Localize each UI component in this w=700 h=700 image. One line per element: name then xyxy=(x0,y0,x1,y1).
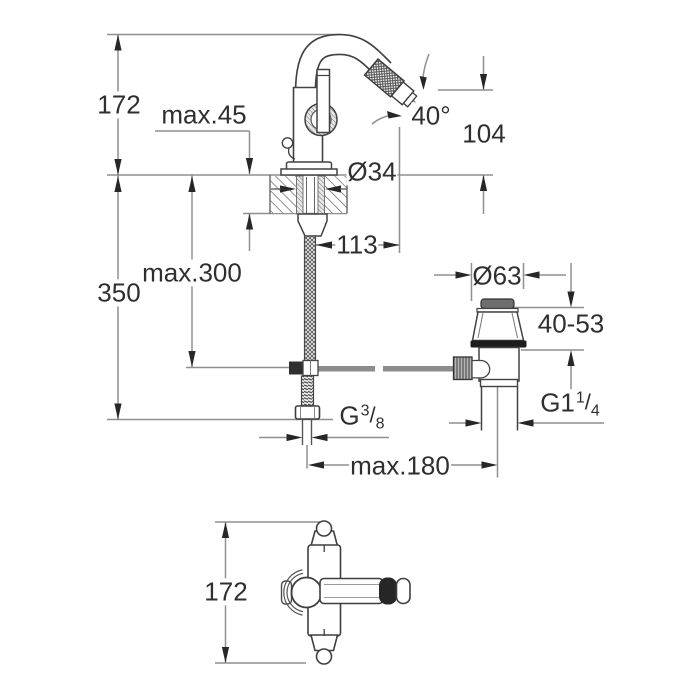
supply-thread-base: G xyxy=(339,400,360,431)
waste-ring xyxy=(479,378,519,388)
pull-rod-knob xyxy=(281,137,296,160)
handle-bar xyxy=(319,577,384,605)
supply-hose-assembly xyxy=(289,235,455,445)
threaded-tail xyxy=(300,375,315,407)
spout xyxy=(294,33,392,93)
dimension-arrowheads xyxy=(114,34,575,663)
supply-pipe-left xyxy=(318,366,375,372)
waste-flange xyxy=(470,340,527,348)
waste-thread-slash: / xyxy=(584,389,591,415)
spray-nozzle xyxy=(363,58,418,108)
waste-plug-cap xyxy=(480,298,515,310)
flex-hose xyxy=(303,235,317,362)
pop-up-waste xyxy=(452,298,527,431)
joystick-lever xyxy=(316,68,331,134)
lock-nut xyxy=(297,213,328,237)
threaded-shank-left xyxy=(296,175,304,215)
handle-grip-ring xyxy=(379,577,397,605)
dim-hole-diameter-label: Ø34 xyxy=(346,156,398,187)
dim-supply-length-label: 350 xyxy=(96,277,142,308)
handle-tip xyxy=(395,577,411,605)
inlet-knurled-nut xyxy=(452,356,473,381)
supply-pipe-right xyxy=(383,366,455,372)
dim-waste-range-label: 40-53 xyxy=(536,308,606,339)
threaded-shank-right xyxy=(317,175,325,215)
supply-thread-numerator: 3 xyxy=(360,402,370,420)
connection-nut xyxy=(294,405,321,420)
waste-thread-numerator: 1 xyxy=(575,389,585,407)
waste-thread-denominator: 4 xyxy=(590,402,600,420)
dim-max-hose-label: max.300 xyxy=(141,257,243,288)
dim-spout-reach-label: 113 xyxy=(335,229,379,260)
handle-hub xyxy=(290,576,323,609)
spout-end-top xyxy=(315,520,333,537)
dim-max-deck-label: max.45 xyxy=(160,99,248,130)
dim-handle-length-label: 172 xyxy=(203,576,249,607)
deck-section xyxy=(269,175,348,237)
base-flange xyxy=(280,161,338,176)
dim-spout-angle-label: 40° xyxy=(411,100,451,131)
supply-thread-denominator: 8 xyxy=(375,415,385,433)
faucet-front-view xyxy=(280,33,418,176)
dim-outlet-height-label: 104 xyxy=(461,118,507,149)
supply-thread-label: G3/8 xyxy=(338,400,386,433)
bottom-view xyxy=(280,520,411,665)
tee-fitting-dark xyxy=(289,361,303,375)
dim-max-spread-label: max.180 xyxy=(349,450,451,481)
spout-end-bottom xyxy=(315,648,333,665)
inlet-connector xyxy=(471,359,491,379)
dim-overall-height-label: 172 xyxy=(96,89,142,120)
waste-thread-label: G11/4 xyxy=(539,387,601,420)
waste-thread-base: G1 xyxy=(540,387,575,418)
supply-thread-slash: / xyxy=(369,402,376,428)
dim-waste-diameter-label: Ø63 xyxy=(472,260,522,291)
